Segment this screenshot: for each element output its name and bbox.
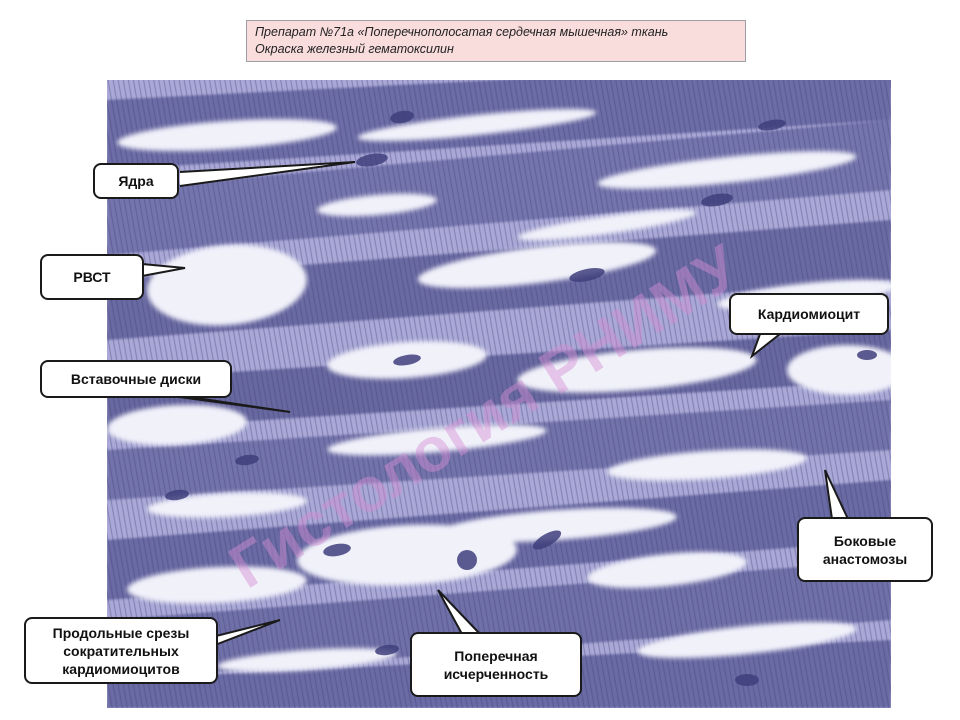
label-longitudinal-sections: Продольные срезы сократительных кардиоми… <box>24 617 218 684</box>
label-cross-striation: Поперечная исчерченность <box>410 632 582 697</box>
connective-tissue-gaps <box>107 108 891 672</box>
caption-line-1: Препарат №71а «Поперечнополосатая сердеч… <box>255 25 669 39</box>
label-cardiomyocyte-text: Кардиомиоцит <box>757 306 861 322</box>
label-rvst-text: РВСТ <box>73 269 111 285</box>
label-cardiomyocyte: Кардиомиоцит <box>729 293 889 335</box>
label-lateral-anastomoses-text: Боковые анастомозы <box>822 532 908 567</box>
label-nuclei: Ядра <box>93 163 179 199</box>
caption-line-2: Окраска железный гематоксилин <box>255 42 454 56</box>
label-intercalated-discs: Вставочные диски <box>40 360 232 398</box>
nuclei-marks <box>165 110 877 686</box>
label-cross-striation-text: Поперечная исчерченность <box>443 647 549 682</box>
figure-caption: Препарат №71а «Поперечнополосатая сердеч… <box>246 20 746 62</box>
label-nuclei-text: Ядра <box>118 173 154 189</box>
label-rvst: РВСТ <box>40 254 144 300</box>
label-intercalated-discs-text: Вставочные диски <box>70 371 202 387</box>
label-longitudinal-sections-text: Продольные срезы сократительных кардиоми… <box>52 624 190 677</box>
label-lateral-anastomoses: Боковые анастомозы <box>797 517 933 582</box>
